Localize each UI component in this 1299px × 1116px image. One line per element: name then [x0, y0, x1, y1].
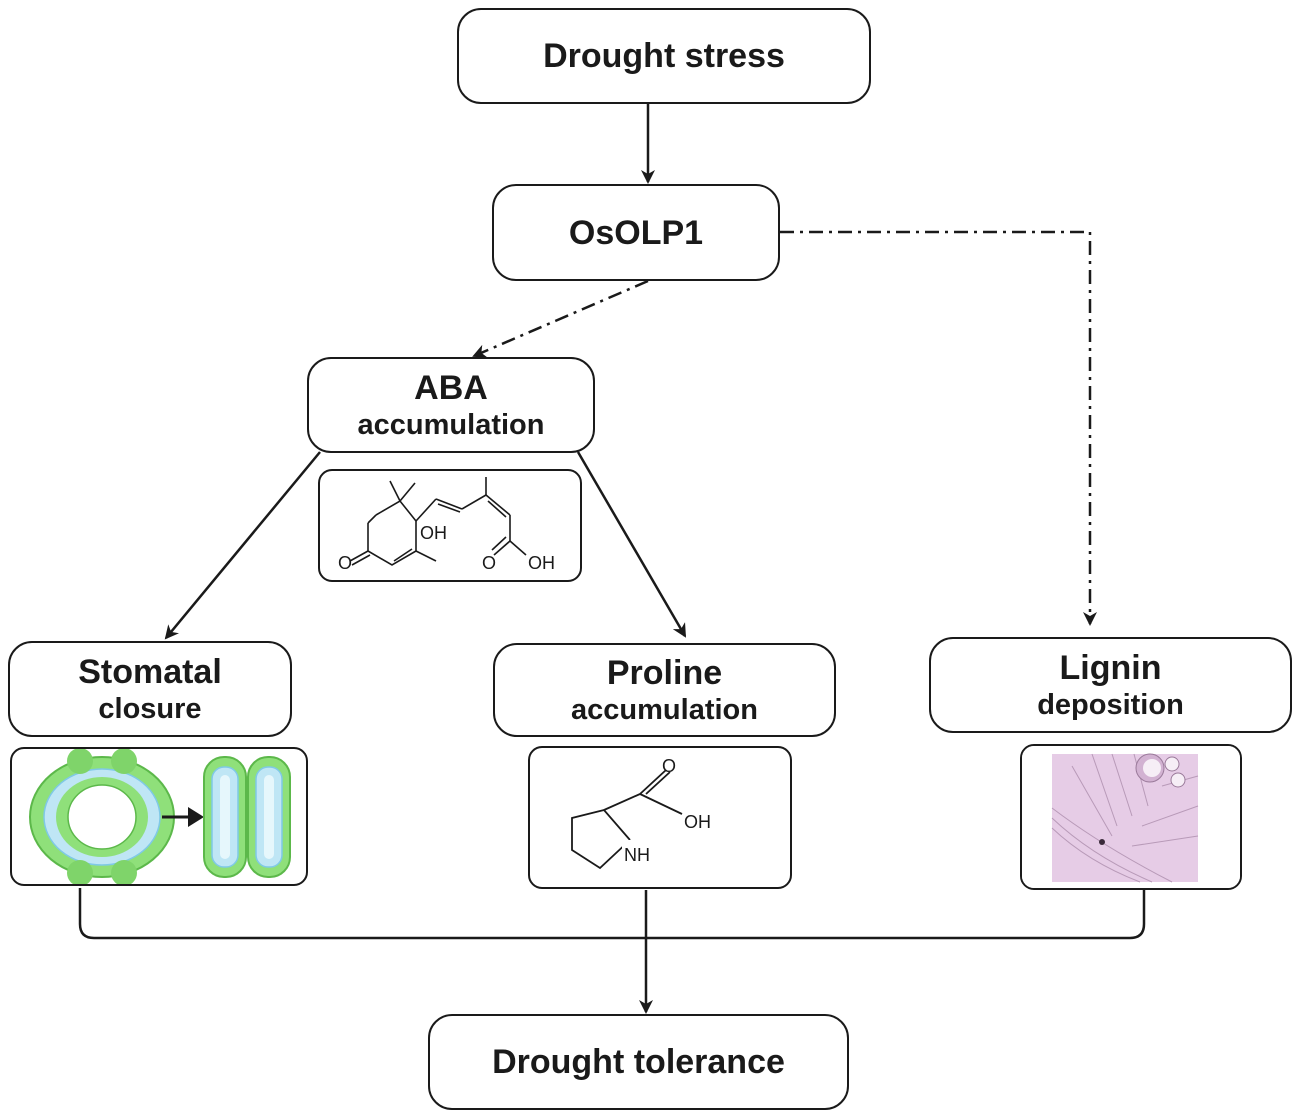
- node-drought-stress-title: Drought stress: [543, 37, 785, 75]
- proline-structure: O OH NH: [528, 746, 792, 889]
- node-proline: Proline accumulation: [493, 643, 836, 737]
- node-drought-tolerance-title: Drought tolerance: [492, 1043, 785, 1081]
- node-proline-title: Proline: [606, 654, 723, 692]
- aba-o-label-1: O: [338, 553, 352, 573]
- node-stomatal: Stomatal closure: [8, 641, 292, 737]
- aba-oh-label-1: OH: [420, 523, 447, 543]
- aba-structure: OH O O OH: [318, 469, 582, 582]
- aba-o-label-2: O: [482, 553, 496, 573]
- node-lignin-subtitle: deposition: [1037, 689, 1184, 721]
- node-lignin: Lignin deposition: [929, 637, 1292, 733]
- proline-nh-label: NH: [624, 845, 650, 865]
- stomata-image: [10, 747, 308, 886]
- node-osolp1: OsOLP1: [492, 184, 780, 281]
- proline-o-label: O: [662, 756, 676, 776]
- lignin-micrograph: [1020, 744, 1242, 890]
- open-stomata-icon: [29, 749, 175, 884]
- node-osolp1-title: OsOLP1: [568, 213, 704, 252]
- aba-molecule-icon: OH O O OH: [338, 477, 555, 573]
- arrow-osolp1-to-lignin: [780, 230, 1097, 626]
- node-aba-subtitle: accumulation: [357, 409, 545, 441]
- node-proline-subtitle: accumulation: [571, 694, 758, 726]
- proline-molecule-icon: O OH NH: [571, 756, 711, 870]
- aba-oh-label-2: OH: [528, 553, 555, 573]
- arrow-osolp1-to-aba: [472, 279, 649, 358]
- merge-bracket: [78, 888, 1146, 940]
- closed-stomata-icon: [203, 756, 291, 878]
- arrow-aba-to-proline: [576, 451, 687, 638]
- arrow-aba-to-stomatal: [164, 451, 321, 640]
- node-drought-tolerance: Drought tolerance: [428, 1014, 849, 1110]
- node-aba: ABA accumulation: [307, 357, 595, 453]
- node-stomatal-title: Stomatal: [78, 653, 222, 691]
- node-aba-title: ABA: [414, 369, 488, 407]
- proline-oh-label: OH: [684, 812, 711, 832]
- node-lignin-title: Lignin: [1059, 649, 1162, 687]
- root-cross-section-icon: [1022, 746, 1240, 888]
- node-stomatal-subtitle: closure: [98, 693, 202, 725]
- stomata-icon: [29, 749, 291, 884]
- node-drought-stress: Drought stress: [457, 8, 871, 104]
